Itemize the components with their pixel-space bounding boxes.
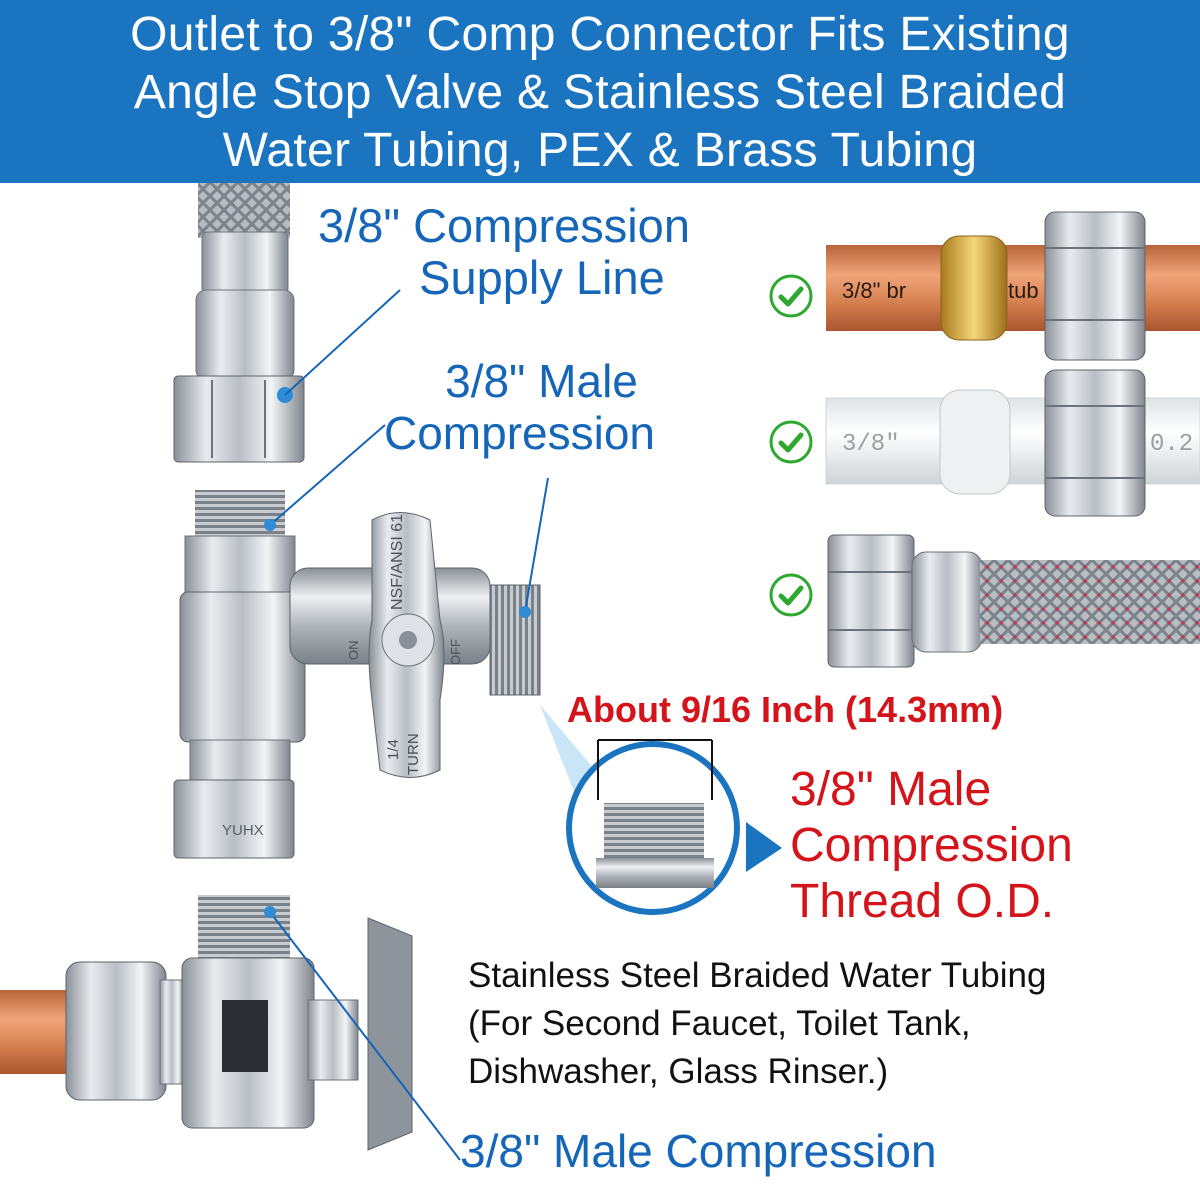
thread-od-label-2: Compression — [790, 819, 1073, 872]
supply-line-label-2: Supply Line — [419, 251, 665, 304]
cert-marking: NSF/ANSI 61 — [389, 514, 406, 610]
pex-marking-1: 3/8" — [842, 431, 900, 458]
male-compression-label-2: Compression — [384, 407, 655, 459]
check-circle-icon — [769, 420, 813, 464]
thread-size-label: About 9/16 Inch (14.3mm) — [567, 689, 1004, 730]
supply-line-label: 3/8" Compression Supply Line — [318, 200, 690, 304]
bottom-male-compression-label: 3/8" Male Compression — [460, 1125, 937, 1177]
male-compression-label: 3/8" Male Compression — [384, 355, 655, 459]
thread-od-label-3: Thread O.D. — [790, 875, 1055, 928]
turn-marking-2: TURN — [405, 733, 422, 775]
check-circle-icon — [769, 274, 813, 318]
check-circle-icon — [769, 573, 813, 617]
copper-marking-1: 3/8" br — [842, 278, 906, 303]
thread-od-label: 3/8" Male Compression Thread O.D. — [790, 762, 1073, 930]
thread-od-label-1: 3/8" Male — [790, 763, 992, 816]
tubing-usage-text: Stainless Steel Braided Water Tubing (Fo… — [468, 952, 1046, 1096]
header-banner: Outlet to 3/8" Comp Connector Fits Exist… — [0, 0, 1200, 183]
on-marking: ON — [346, 641, 361, 661]
tubing-usage-line-2: (For Second Faucet, Toilet Tank, — [468, 1004, 971, 1043]
banner-line-3: Water Tubing, PEX & Brass Tubing — [222, 124, 978, 177]
copper-marking-2: tub — [1008, 278, 1039, 303]
pex-marking-2: 0.2 — [1150, 431, 1193, 458]
supply-line-label-1: 3/8" Compression — [318, 199, 690, 252]
brand-marking: YUHX — [222, 822, 264, 839]
tubing-usage-line-1: Stainless Steel Braided Water Tubing — [468, 956, 1047, 995]
male-compression-label-1: 3/8" Male — [445, 355, 638, 407]
banner-line-2: Angle Stop Valve & Stainless Steel Braid… — [133, 66, 1067, 119]
tubing-usage-line-3: Dishwasher, Glass Rinser.) — [468, 1052, 889, 1091]
turn-marking-1: 1/4 — [385, 739, 402, 760]
off-marking: OFF — [448, 639, 463, 665]
banner-line-1: Outlet to 3/8" Comp Connector Fits Exist… — [130, 8, 1070, 61]
